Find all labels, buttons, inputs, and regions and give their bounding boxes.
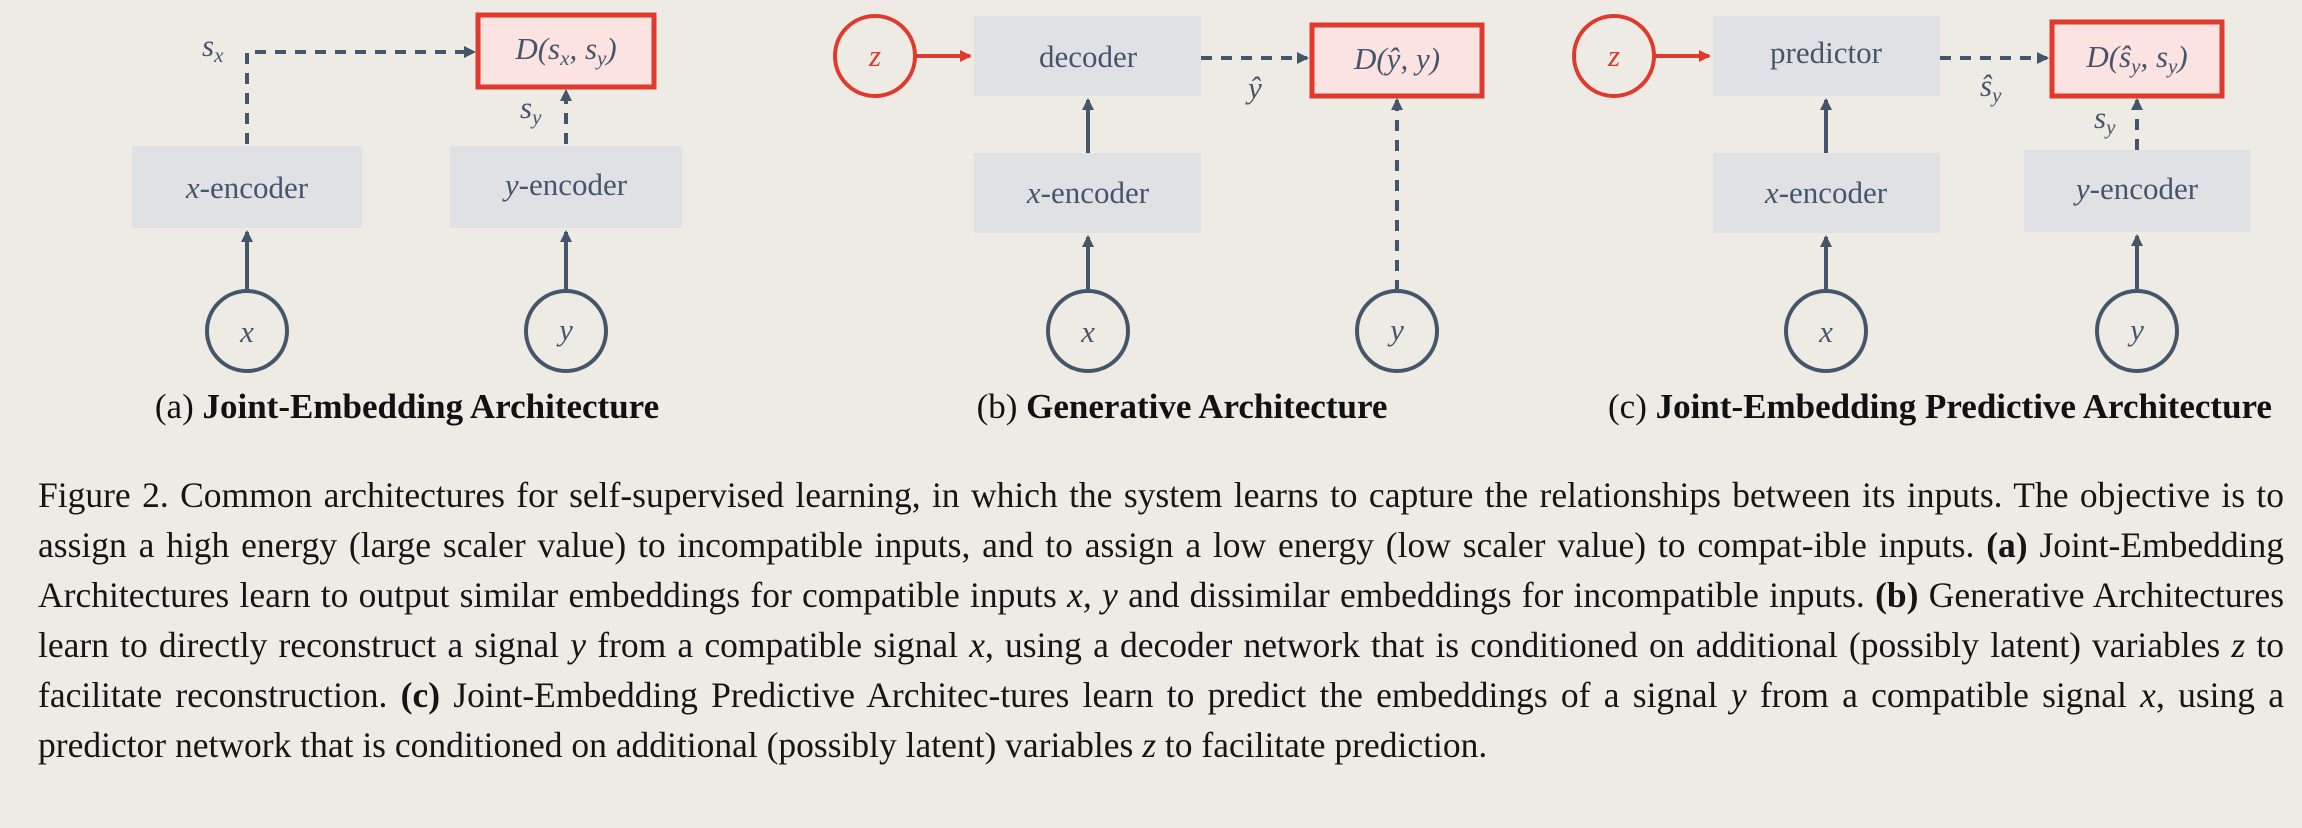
edge-label-sy: sy xyxy=(2094,100,2116,139)
figure-label: Figure 2. xyxy=(38,475,169,515)
input-y-label: y xyxy=(1387,312,1404,347)
caption-var: x xyxy=(969,625,985,665)
energy-label: D(sx, sy) xyxy=(514,31,616,70)
latent-z-label: z xyxy=(868,38,881,73)
caption-var: y xyxy=(1730,675,1747,715)
y-encoder-label: y-encoder xyxy=(502,167,628,202)
y-encoder-box xyxy=(2024,150,2251,232)
x-encoder-label: x-encoder xyxy=(1764,175,1888,210)
edge-label-yhat: ŷ xyxy=(1245,70,1262,105)
architecture-diagram: x-encoder y-encoder D(sx, sy) x y sx sy … xyxy=(132,12,2272,426)
caption-text: and dissimilar embeddings for incompatib… xyxy=(1117,575,1876,615)
dashed-arrow-sx xyxy=(245,46,476,144)
caption-var: x, y xyxy=(1067,575,1118,615)
subfigure-a-caption: (a) Joint-Embedding Architecture xyxy=(155,387,659,426)
input-y-label: y xyxy=(2127,312,2144,347)
x-encoder-box xyxy=(974,153,1201,233)
caption-text: Joint-Embedding Predictive Architec-ture… xyxy=(440,675,1731,715)
x-encoder-box xyxy=(132,146,362,228)
decoder-label: decoder xyxy=(1039,39,1138,74)
caption-text: to facilitate reconstruction. xyxy=(38,625,2284,715)
caption-text: , using a predictor network that is cond… xyxy=(38,675,2285,765)
predictor-box xyxy=(1713,16,1940,96)
y-encoder-box xyxy=(450,146,682,228)
energy-box xyxy=(1309,22,1485,99)
edge-label-sx: sx xyxy=(202,28,224,67)
caption-text: Joint-Embedding Architectures learn to o… xyxy=(38,525,2284,615)
subfigure-b-caption: (b) Generative Architecture xyxy=(977,387,1388,426)
y-encoder-label: y-encoder xyxy=(2073,171,2199,206)
edge-label-sy: sy xyxy=(520,90,542,129)
x-encoder-label: x-encoder xyxy=(185,170,309,205)
caption-c-label: (c) xyxy=(400,675,441,715)
input-x-label: x xyxy=(1818,314,1833,349)
latent-z-label: z xyxy=(1607,38,1620,73)
caption-text: Generative Architectures learn to direct… xyxy=(38,575,2285,665)
caption-var: y xyxy=(570,625,587,665)
energy-box xyxy=(475,12,657,90)
figure-caption: Figure 2. Common architectures for self-… xyxy=(38,470,2284,770)
caption-text: from a compatible signal xyxy=(586,625,970,665)
subfigure-c-caption: (c) Joint-Embedding Predictive Architect… xyxy=(1608,387,2272,426)
edge-label-shat: ŝy xyxy=(1980,68,2002,107)
energy-label: D(ŝy, sy) xyxy=(2085,39,2187,78)
input-x-label: x xyxy=(239,314,254,349)
caption-a-label: (a) xyxy=(1986,525,2028,565)
subfigure-a: x-encoder y-encoder D(sx, sy) x y sx sy … xyxy=(132,12,682,426)
caption-var: z xyxy=(2231,625,2246,665)
caption-text: from a compatible signal xyxy=(1746,675,2141,715)
caption-text: Common architectures for self-supervised… xyxy=(38,475,2285,565)
predictor-label: predictor xyxy=(1770,35,1883,70)
decoder-box xyxy=(974,16,1201,96)
subfigure-c: z predictor x-encoder y-encoder D(ŝy, sy… xyxy=(1572,14,2272,426)
x-encoder-box xyxy=(1713,153,1940,233)
caption-var: z xyxy=(1142,725,1157,765)
input-x-label: x xyxy=(1080,314,1095,349)
energy-label: D(ŷ, y) xyxy=(1353,41,1440,76)
x-encoder-label: x-encoder xyxy=(1026,175,1150,210)
caption-b-label: (b) xyxy=(1875,575,1919,615)
caption-text: , using a decoder network that is condit… xyxy=(984,625,2232,665)
energy-box xyxy=(2049,19,2225,99)
input-y-label: y xyxy=(556,312,573,347)
caption-text: to facilitate prediction. xyxy=(1156,725,1488,765)
caption-var: x xyxy=(2140,675,2156,715)
subfigure-b: z decoder x-encoder D(ŷ, y) x y ŷ (b) Ge… xyxy=(833,14,1485,426)
